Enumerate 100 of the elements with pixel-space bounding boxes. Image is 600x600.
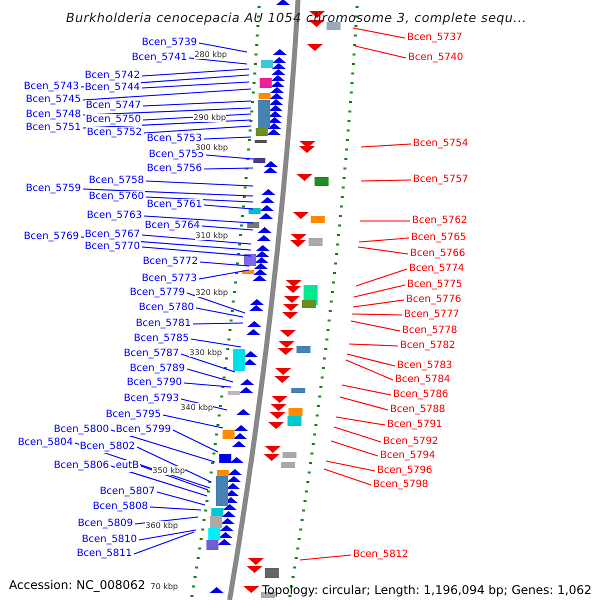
gene-label: Bcen_5807 <box>98 486 156 498</box>
leader-line <box>204 204 254 210</box>
gene-label: Bcen_5808 <box>92 501 149 513</box>
leader-line <box>180 353 236 373</box>
gene-label: Bcen_5780 <box>138 302 195 314</box>
leader-line <box>330 440 378 457</box>
gene-label: Bcen_5812 <box>352 549 410 561</box>
leader-line <box>348 343 398 347</box>
scale-tick-label: 70 kbp <box>150 582 178 591</box>
leader-line <box>142 68 250 77</box>
leader-line <box>352 27 406 39</box>
gene-label: Bcen_5799 <box>114 424 172 436</box>
leader-line <box>82 107 252 116</box>
footer-text: Accession: NC_008062 <box>9 578 146 592</box>
leader-line <box>142 234 252 245</box>
leader-line <box>340 396 388 411</box>
gene-label: Bcen_5765 <box>410 232 468 244</box>
leader-line <box>360 220 410 222</box>
leader-line <box>324 468 372 486</box>
gene-label: Bcen_5741 <box>130 52 188 64</box>
gene-label: Bcen_5779 <box>128 287 186 299</box>
gene-label: Bcen_5762 <box>411 215 468 227</box>
gene-label: Bcen_5789 <box>128 363 186 375</box>
gene-label: Bcen_5787 <box>122 348 180 360</box>
gene-label: Bcen_5798 <box>372 479 430 491</box>
leader-line <box>354 45 406 59</box>
footer-text: Topology: circular; Length: 1,196,094 bp; Genes: 1,062 <box>262 583 592 597</box>
leader-line <box>198 42 248 53</box>
gene-label: Bcen_5767 <box>84 229 141 241</box>
gene-label: Bcen_5781 <box>134 318 192 330</box>
gene-label: Bcen_5776 <box>405 294 462 306</box>
gene-label: Bcen_5759 <box>24 183 82 195</box>
gene-label: Bcen_5800 <box>52 424 110 436</box>
gene-label: Bcen_5752 <box>86 127 143 139</box>
gene-label: Bcen_5769 <box>22 231 80 243</box>
scale-tick-label: 360 kbp <box>145 521 178 530</box>
leader-line <box>146 196 254 203</box>
leader-line <box>142 100 252 107</box>
leader-line <box>138 529 196 541</box>
leader-line <box>334 426 382 443</box>
gene-label: Bcen_5785 <box>132 333 190 345</box>
leader-line <box>326 460 376 472</box>
gene-label: Bcen_5788 <box>389 404 446 416</box>
leader-line <box>184 382 232 388</box>
gene-label: Bcen_5811 <box>76 548 133 560</box>
gene-label: Bcen_5764 <box>144 220 201 232</box>
leader-line <box>150 506 202 511</box>
leader-line <box>144 215 254 224</box>
leader-line <box>356 268 408 287</box>
gene-label: Bcen_5754 <box>412 138 470 150</box>
gene-label: Bcen_5766 <box>409 248 466 260</box>
gene-label: Bcen_5806 <box>52 460 110 472</box>
leader-line <box>352 299 404 308</box>
gene-label: Bcen_5751 <box>24 122 82 134</box>
gene-label: Bcen_5793 <box>122 393 180 405</box>
leader-line <box>346 360 394 380</box>
scale-tick-label: 320 kbp <box>195 288 228 297</box>
leader-line <box>342 384 392 396</box>
gene-label: Bcen_5786 <box>392 389 450 401</box>
gene-label: Bcen_5760 <box>88 191 145 203</box>
leader-line <box>346 353 396 367</box>
gene-label: Bcen_5791 <box>386 419 444 431</box>
gene-label: Bcen_5784 <box>394 374 452 386</box>
leader-line <box>204 136 252 140</box>
leader-line <box>360 179 412 182</box>
gene-label: Bcen_5739 <box>140 37 198 49</box>
gene-label: Bcen_5802 <box>78 441 136 453</box>
leader-line <box>190 338 242 348</box>
leader-line <box>82 88 252 101</box>
gene-label: Bcen_5778 <box>401 325 458 337</box>
gene-label: Bcen_5761 <box>146 199 203 211</box>
gene-label: Bcen_5792 <box>382 436 440 448</box>
leader-line <box>172 430 218 452</box>
gene-label: Bcen_5753 <box>146 133 203 145</box>
leader-line <box>354 284 406 298</box>
gene-label: Bcen_5774 <box>408 263 466 275</box>
leader-line <box>358 246 408 255</box>
gene-label: Bcen_5796 <box>376 465 434 477</box>
scale-tick-label: 300 kbp <box>195 143 228 152</box>
gene-label: Bcen_5763 <box>86 210 143 222</box>
gene-label: Bcen_5745 <box>24 94 82 106</box>
gene-label: Bcen_5756 <box>146 163 203 175</box>
gene-label: Bcen_5758 <box>88 175 145 187</box>
leader-line <box>134 531 194 555</box>
leader-line <box>186 368 234 383</box>
leader-line <box>336 416 386 426</box>
gene-label: Bcen_5743 <box>22 81 80 93</box>
leader-line <box>198 269 250 280</box>
leader-line <box>352 313 402 316</box>
gene-label: eutB <box>114 460 140 472</box>
gene-label: Bcen_5750 <box>84 114 142 126</box>
gene-label: Bcen_5740 <box>407 52 464 64</box>
scale-tick-label: 310 kbp <box>195 231 228 240</box>
leader-line <box>200 261 250 267</box>
leader-line <box>146 180 254 187</box>
gene-label: Bcen_5783 <box>396 360 454 372</box>
gene-label: Bcen_5782 <box>399 340 456 352</box>
gene-label: Bcen_5770 <box>84 241 141 253</box>
gene-label: Bcen_5795 <box>104 409 162 421</box>
leader-line <box>202 225 254 231</box>
